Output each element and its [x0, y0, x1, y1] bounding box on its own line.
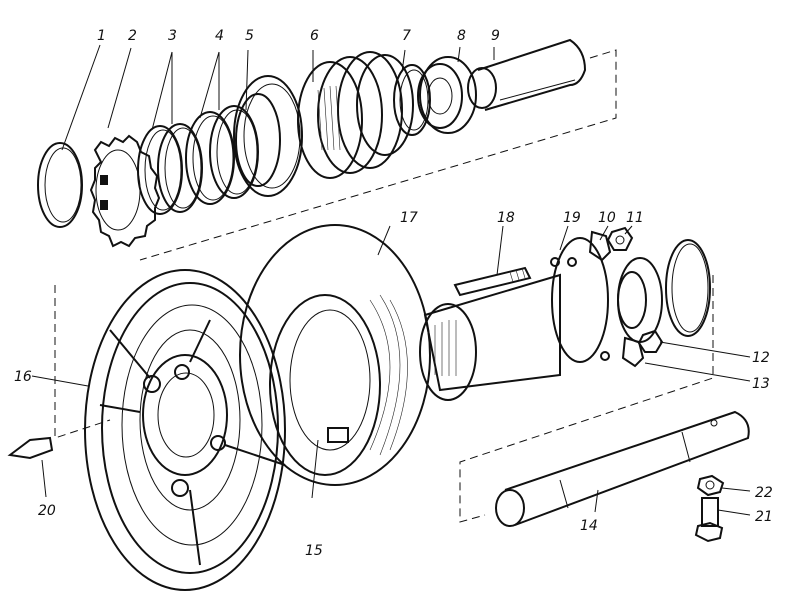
part-22-nut — [696, 474, 725, 497]
assembly-leader-right — [459, 275, 714, 523]
part-18-stud — [453, 266, 532, 297]
leader-lines — [31, 44, 751, 516]
part-5-washer — [233, 75, 303, 197]
part-4-rings — [185, 105, 259, 205]
part-3-rings — [137, 123, 203, 215]
part-11-nut — [606, 226, 634, 251]
part-21-bolt — [694, 497, 724, 543]
callout-16: 16 — [14, 369, 32, 385]
callout-21: 21 — [755, 509, 773, 525]
callout-10: 10 — [598, 210, 616, 226]
callout-4: 4 — [215, 28, 224, 44]
part-17-disc — [239, 224, 431, 486]
part-20-grease-fitting — [7, 436, 54, 460]
assembly-leader-top — [139, 49, 617, 261]
callout-22: 22 — [755, 485, 773, 501]
circlip-right — [665, 239, 711, 337]
part-8-bearing — [417, 56, 477, 134]
callout-13: 13 — [752, 376, 770, 392]
part-13-lock-washer — [621, 336, 645, 368]
callout-12: 12 — [752, 350, 770, 366]
callout-20: 20 — [38, 503, 56, 519]
callout-18: 18 — [497, 210, 515, 226]
callout-19: 19 — [563, 210, 581, 226]
callout-17: 17 — [400, 210, 418, 226]
bearing-right — [617, 257, 663, 343]
part-16-drum — [84, 269, 286, 591]
callout-6: 6 — [310, 28, 319, 44]
callout-2: 2 — [128, 28, 137, 44]
part-1-circlip — [37, 142, 83, 228]
callout-11: 11 — [626, 210, 644, 226]
callout-1: 1 — [97, 28, 106, 44]
callout-3: 3 — [168, 28, 177, 44]
part-9-sleeve — [467, 38, 587, 111]
part-14-axle — [495, 410, 750, 527]
part-15-bolt — [327, 427, 349, 443]
part-19-hub-sleeve — [419, 237, 610, 401]
callout-8: 8 — [457, 28, 466, 44]
callout-5: 5 — [245, 28, 254, 44]
callout-7: 7 — [402, 28, 411, 44]
callout-15: 15 — [305, 543, 323, 559]
part-2-sprocket — [89, 134, 161, 248]
callout-9: 9 — [491, 28, 500, 44]
callout-14: 14 — [580, 518, 598, 534]
part-10-lock-washer — [588, 230, 612, 262]
part-6-spring-pack — [297, 51, 414, 179]
